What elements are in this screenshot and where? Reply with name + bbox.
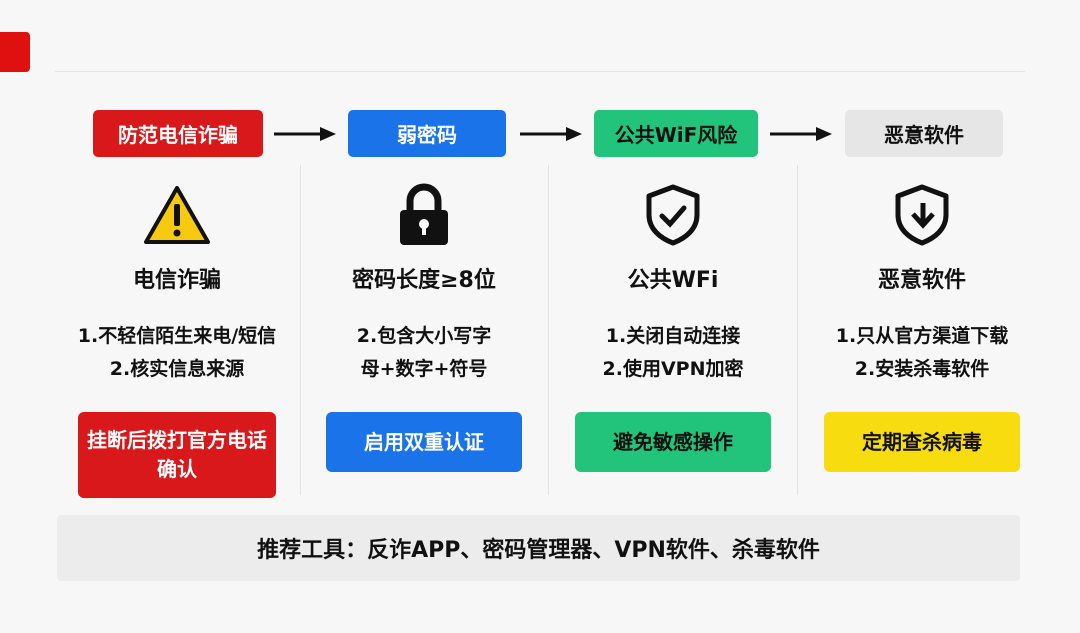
column-wifi: 公共WFi 1.关闭自动连接 2.使用VPN加密 避免敏感操作: [549, 180, 797, 472]
column-telecom: 电信诈骗 1.不轻信陌生来电/短信 2.核实信息来源 挂断后拨打官方电话确认: [53, 180, 301, 498]
arrow-right-icon: [520, 127, 582, 141]
step-malware: 恶意软件: [845, 110, 1003, 157]
tip-line: 母+数字+符号: [360, 358, 488, 380]
column-divider: [300, 165, 301, 495]
action-badge: 定期查杀病毒: [824, 412, 1020, 472]
column-title: 恶意软件: [877, 268, 966, 293]
tip-line: 1.只从官方渠道下载: [835, 325, 1009, 347]
lock-icon: [396, 180, 452, 250]
divider: [55, 71, 1025, 72]
corner-tab: [0, 32, 30, 72]
column-divider: [548, 165, 549, 495]
arrow-right-icon: [274, 127, 336, 141]
warning-icon: [142, 180, 212, 250]
tip-line: 2.核实信息来源: [109, 358, 245, 380]
column-title: 密码长度≥8位: [352, 268, 496, 293]
tip-line: 1.不轻信陌生来电/短信: [77, 325, 277, 347]
tip-line: 2.包含大小写字: [356, 325, 492, 347]
column-title: 电信诈骗: [132, 268, 221, 293]
shield-check-icon: [644, 180, 702, 250]
action-badge: 挂断后拨打官方电话确认: [78, 412, 276, 498]
tip-line: 1.关闭自动连接: [605, 325, 741, 347]
arrow-right-icon: [770, 127, 832, 141]
recommended-tools-bar: 推荐工具：反诈APP、密码管理器、VPN软件、杀毒软件: [57, 515, 1020, 581]
action-badge: 启用双重认证: [326, 412, 522, 472]
column-malware: 恶意软件 1.只从官方渠道下载 2.安装杀毒软件 定期查杀病毒: [798, 180, 1046, 472]
column-divider: [797, 165, 798, 495]
shield-download-icon: [893, 180, 951, 250]
step-telecom-fraud: 防范电信诈骗: [93, 110, 263, 157]
tip-line: 2.安装杀毒软件: [854, 358, 990, 380]
action-badge: 避免敏感操作: [575, 412, 771, 472]
step-weak-password: 弱密码: [348, 110, 506, 157]
column-password: 密码长度≥8位 2.包含大小写字母+数字+符号 启用双重认证: [300, 180, 548, 472]
column-title: 公共WFi: [627, 268, 719, 293]
tip-line: 2.使用VPN加密: [602, 358, 744, 380]
step-public-wifi: 公共WiF风险: [594, 110, 758, 157]
